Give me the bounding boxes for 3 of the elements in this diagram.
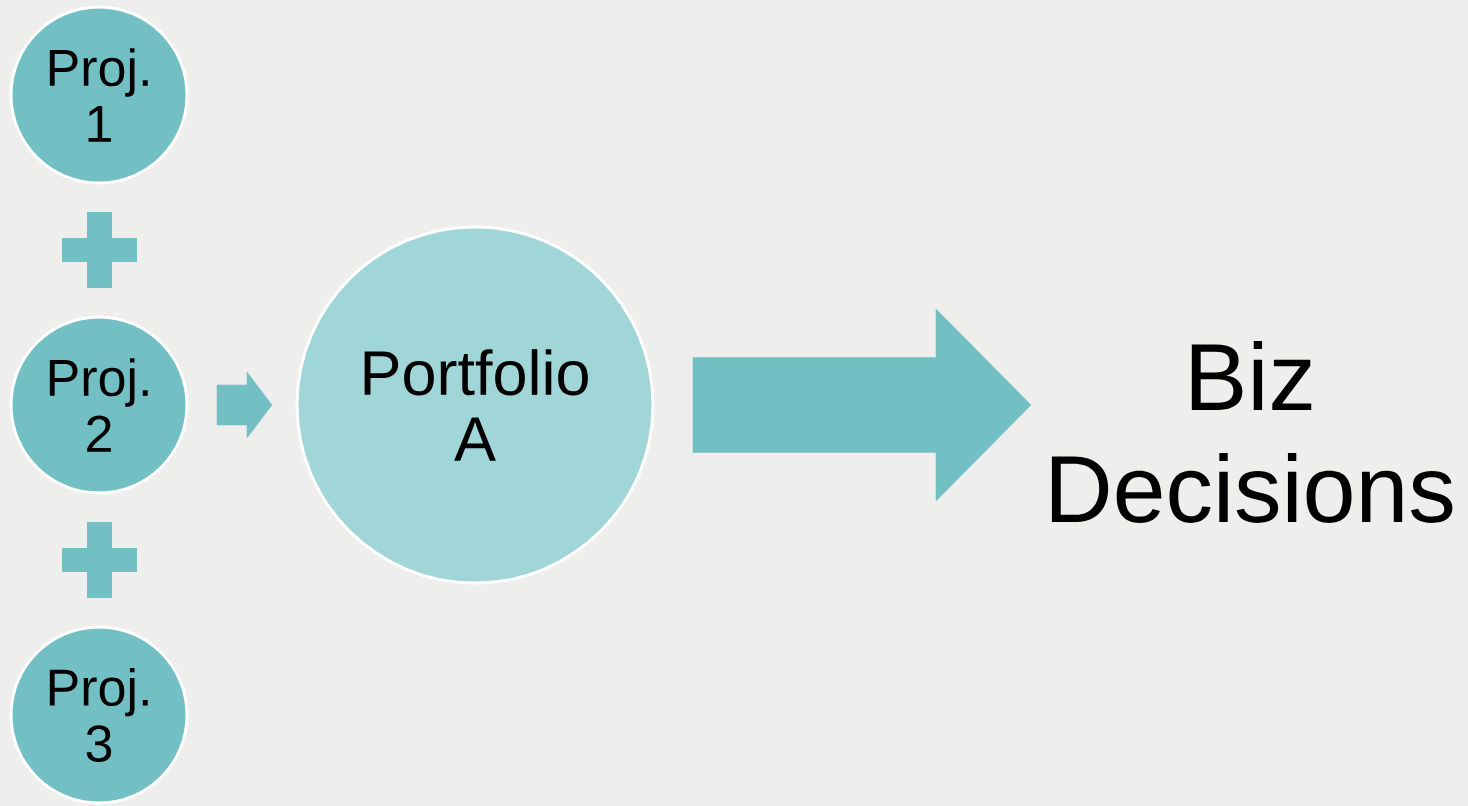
block-arrow — [216, 371, 273, 439]
block-arrow — [692, 308, 1032, 502]
result-text: Biz Decisions — [1051, 341, 1453, 523]
